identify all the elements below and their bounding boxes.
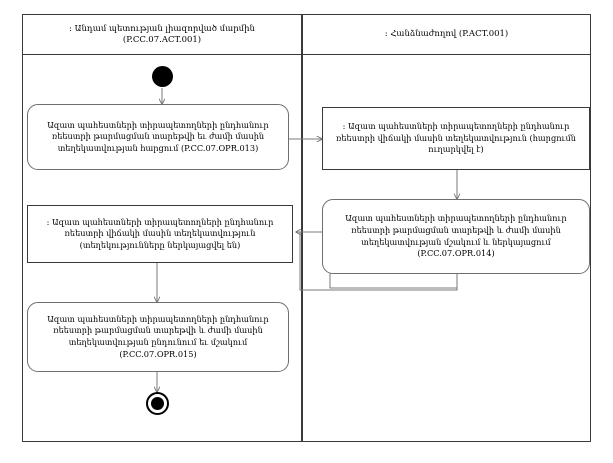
object-request-sent[interactable]: : Ազատ պահեստների տիրապետողների ընդհանու… (322, 107, 590, 170)
object-request-sent-label: : Ազատ պահեստների տիրապետողների ընդհանու… (336, 121, 576, 155)
swimlane-header-commission: : Հանձնաժողով (P.ACT.001) (302, 14, 591, 55)
activity-opr014-label: Ազատ պահեստների տիրապետողների ընդհանուր … (345, 213, 567, 259)
activity-opr013[interactable]: Ազատ պահեստների տիրապետողների ընդհանուր … (27, 104, 289, 170)
final-node-inner (151, 397, 164, 410)
swimlane-header-commission-text: : Հանձնաժողով (P.ACT.001) (384, 29, 509, 39)
activity-opr015[interactable]: Ազատ պահեստների տիրապետողների ընդհանուր … (27, 302, 289, 372)
activity-opr014[interactable]: Ազատ պահեստների տիրապետողների ընդհանուր … (322, 199, 590, 274)
initial-node (152, 66, 173, 87)
swimlane-header-member-state: : Անդամ պետության լիազորված մարմին (P.CC… (22, 14, 302, 55)
final-node (146, 392, 169, 415)
activity-opr013-label: Ազատ պահեստների տիրապետողների ընդհանուր … (47, 119, 269, 153)
swimlane-header-member-state-line1: : Անդամ պետության լիազորված մարմին (69, 23, 255, 34)
activity-opr015-label: Ազատ պահեստների տիրապետողների ընդհանուր … (47, 313, 269, 359)
swimlane-header-member-state-text: : Անդամ պետության լիազորված մարմին (P.CC… (69, 24, 255, 46)
object-info-presented[interactable]: : Ազատ պահեստների տիրապետողների ընդհանու… (27, 205, 293, 263)
object-info-presented-label: : Ազատ պահեստների տիրապետողների ընդհանու… (46, 216, 274, 250)
swimlane-header-member-state-line2: (P.CC.07.ACT.001) (122, 34, 202, 45)
